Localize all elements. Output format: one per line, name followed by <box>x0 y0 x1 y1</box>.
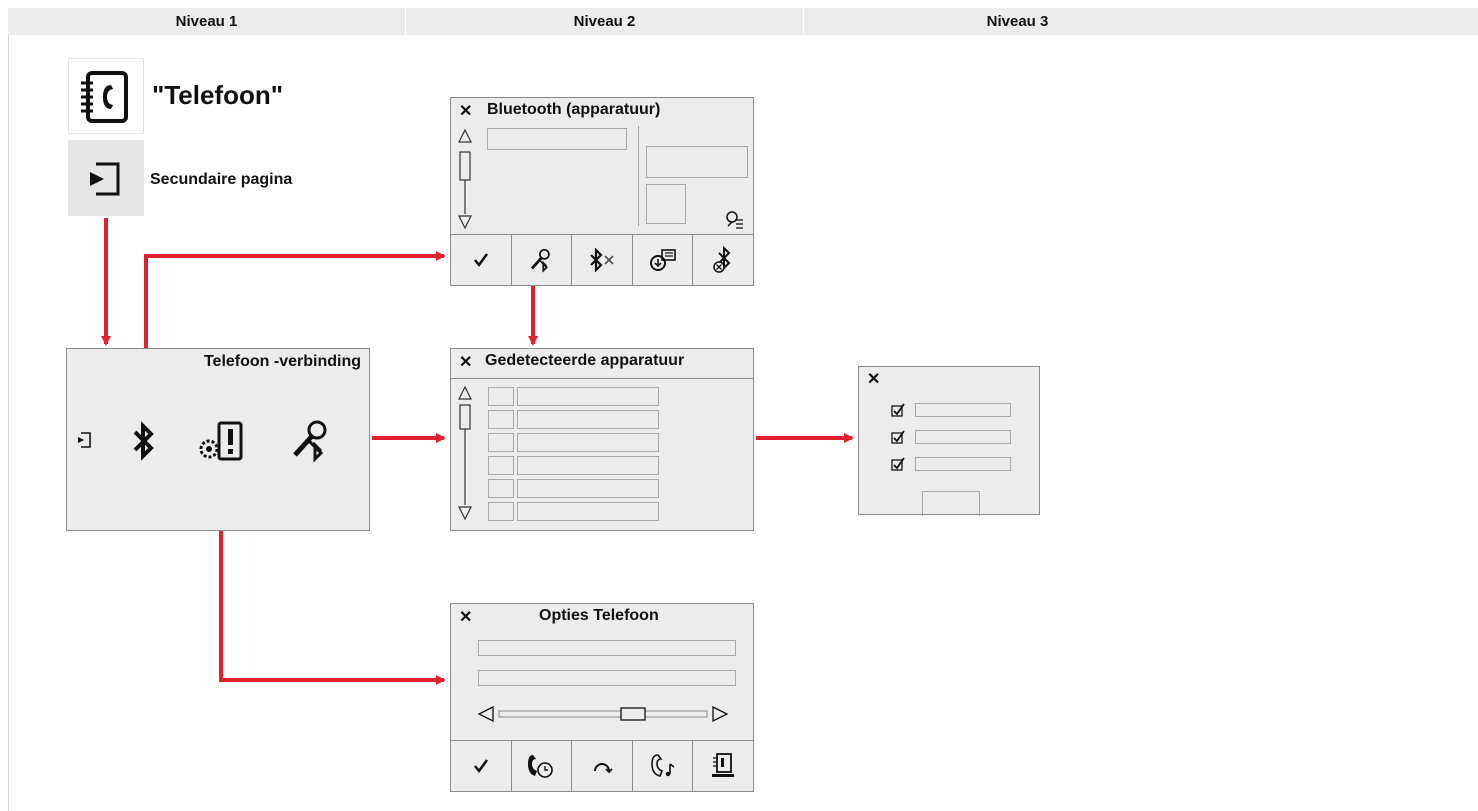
confirm-button[interactable] <box>451 235 511 285</box>
disconnect-button[interactable] <box>571 235 632 285</box>
search-key-icon[interactable] <box>289 417 333 463</box>
option-label-field <box>915 430 1011 444</box>
bluetooth-icon[interactable] <box>129 421 159 461</box>
close-icon[interactable]: ✕ <box>459 609 473 626</box>
option-label-field <box>915 457 1011 471</box>
device-name-cell <box>517 456 659 475</box>
close-icon[interactable]: ✕ <box>459 103 473 120</box>
phone-book-icon <box>81 71 128 123</box>
secondary-page-icon[interactable] <box>73 429 95 451</box>
list-search-icon[interactable] <box>725 210 745 230</box>
settings-alert-icon[interactable] <box>197 419 245 463</box>
list-item[interactable] <box>488 433 660 452</box>
scrollbar[interactable] <box>457 385 473 523</box>
phone-options-title: Opties Telefoon <box>539 607 659 624</box>
checkbox-row[interactable] <box>891 456 1013 472</box>
header-level-1: Niveau 1 <box>175 13 238 30</box>
list-item[interactable] <box>488 456 660 475</box>
detected-devices-panel: ✕ Gedetecteerde apparatuur <box>450 348 754 531</box>
close-icon[interactable]: ✕ <box>459 354 473 371</box>
list-item[interactable] <box>488 387 660 406</box>
level-header: Niveau 1 Niveau 2 Niveau 3 <box>8 8 1478 35</box>
phone-connection-panel: Telefoon -verbinding <box>66 348 370 531</box>
device-name-cell <box>517 433 659 452</box>
refresh-icon <box>593 763 613 774</box>
bluetooth-button-bar <box>451 234 753 285</box>
contacts-sync-icon <box>649 249 676 271</box>
device-icon-cell <box>488 433 514 452</box>
list-item[interactable] <box>488 502 660 521</box>
device-name-cell <box>517 387 659 406</box>
scrollbar[interactable] <box>457 128 473 232</box>
bluetooth-panel: ✕ Bluetooth (apparatuur) <box>450 97 754 286</box>
device-info-field <box>646 146 748 178</box>
bluetooth-delete-icon <box>713 246 731 273</box>
phonebook-sort-button[interactable] <box>692 741 753 791</box>
device-icon-cell <box>488 479 514 498</box>
option-label-field <box>915 403 1011 417</box>
header-level-3: Niveau 3 <box>986 13 1049 30</box>
volume-slider[interactable] <box>477 704 729 724</box>
phone-title: "Telefoon" <box>152 80 284 110</box>
device-name-field[interactable] <box>487 128 627 150</box>
secondary-page-icon <box>90 162 120 196</box>
device-icon-cell <box>488 456 514 475</box>
device-icon-cell <box>488 387 514 406</box>
refresh-button[interactable] <box>571 741 632 791</box>
search-key-icon <box>531 248 551 273</box>
call-history-icon <box>528 755 554 778</box>
detected-devices-title: Gedetecteerde apparatuur <box>485 352 685 369</box>
call-history-button[interactable] <box>510 741 572 791</box>
checkbox-row[interactable] <box>891 402 1013 418</box>
device-image-field <box>646 184 686 224</box>
check-icon <box>473 759 488 774</box>
ringtone-icon <box>650 754 675 777</box>
checkbox-checked-icon[interactable] <box>891 403 905 417</box>
device-icon-cell <box>488 502 514 521</box>
title-divider <box>451 378 753 379</box>
contacts-sync-button[interactable] <box>631 235 693 285</box>
list-item[interactable] <box>488 410 660 429</box>
divider <box>638 126 639 226</box>
list-item[interactable] <box>488 479 660 498</box>
checkbox-checked-icon[interactable] <box>891 430 905 444</box>
phonebook-sort-icon <box>712 753 735 777</box>
option-field-1[interactable] <box>478 640 736 656</box>
device-name-cell <box>517 410 659 429</box>
checkbox-checked-icon[interactable] <box>891 457 905 471</box>
frame-border <box>8 35 9 811</box>
check-icon <box>473 253 488 268</box>
secondary-page-label: Secundaire pagina <box>150 171 293 188</box>
checkbox-row[interactable] <box>891 429 1013 445</box>
secondary-page-icon-box[interactable] <box>68 140 144 216</box>
device-options-panel: ✕ <box>858 366 1040 516</box>
bluetooth-disconnect-icon <box>590 248 614 272</box>
options-button-bar <box>451 740 753 791</box>
device-name-cell <box>517 502 659 521</box>
search-devices-button[interactable] <box>510 235 572 285</box>
ringtone-button[interactable] <box>631 741 693 791</box>
delete-device-button[interactable] <box>692 235 753 285</box>
phone-menu-icon-box[interactable] <box>68 58 144 134</box>
bluetooth-panel-title: Bluetooth (apparatuur) <box>487 101 661 118</box>
phone-options-panel: ✕ Opties Telefoon <box>450 603 754 792</box>
confirm-button[interactable] <box>451 741 511 791</box>
phone-connection-title: Telefoon -verbinding <box>203 353 361 370</box>
ok-button[interactable] <box>922 491 980 516</box>
device-name-cell <box>517 479 659 498</box>
device-icon-cell <box>488 410 514 429</box>
close-icon[interactable]: ✕ <box>867 371 881 388</box>
arrow-settings-to-phone-options <box>219 478 446 685</box>
header-level-2: Niveau 2 <box>573 13 636 30</box>
option-field-2[interactable] <box>478 670 736 686</box>
